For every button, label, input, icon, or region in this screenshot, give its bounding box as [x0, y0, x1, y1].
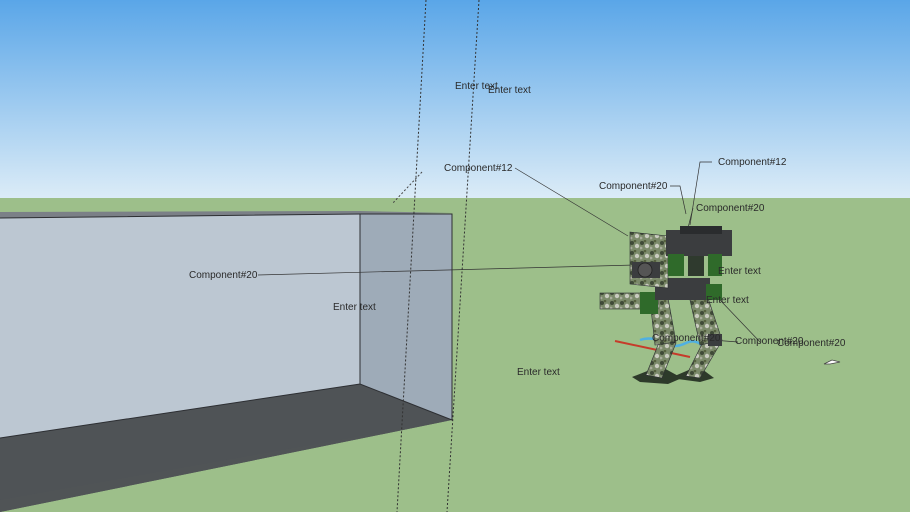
wall-outline	[0, 213, 453, 439]
torso-green-1	[668, 254, 684, 276]
text-tag-enter-text-2[interactable]: Enter text	[488, 85, 531, 96]
text-tag-component20-right-1[interactable]: Component#20	[735, 336, 804, 347]
knee-joint-right	[708, 334, 722, 346]
torso-vent	[688, 256, 704, 276]
wall-model[interactable]	[0, 211, 453, 512]
leader-lines	[257, 161, 761, 343]
left-leg-lower	[645, 339, 677, 379]
text-tag-component20-right-2[interactable]: Component#20	[777, 338, 846, 349]
wall-floor-shadow-lower	[0, 420, 452, 512]
text-tag-enter-text-ground[interactable]: Enter text	[517, 367, 560, 378]
text-tag-component12-right[interactable]: Component#12	[718, 157, 787, 168]
torso-cockpit	[666, 230, 732, 256]
torso-green-2	[708, 254, 722, 276]
guide-line-3	[391, 171, 423, 205]
text-tag-component20-mid-top[interactable]: Component#20	[696, 203, 765, 214]
torso-plate	[680, 226, 722, 234]
text-tag-component20-top[interactable]: Component#20	[599, 181, 668, 192]
text-tag-enter-text-1[interactable]: Enter text	[455, 81, 498, 92]
text-tag-enter-text-robot-1[interactable]: Enter text	[718, 266, 761, 277]
text-tag-enter-text-box[interactable]: Enter text	[333, 302, 376, 313]
guide-line-1	[396, 0, 427, 512]
guide-line-2	[446, 0, 480, 512]
robot-model[interactable]	[599, 226, 732, 384]
text-tag-enter-text-robot-2[interactable]: Enter text	[706, 295, 749, 306]
hip-green	[706, 284, 722, 300]
gun-arm-mount	[640, 292, 658, 314]
ground-marker	[823, 359, 841, 365]
wall-side-face	[360, 214, 452, 420]
shoulder-joint	[637, 262, 653, 278]
laser-line	[614, 340, 691, 358]
torso-camo	[629, 231, 669, 289]
text-tag-component20-left[interactable]: Component#20	[189, 270, 258, 281]
text-tag-component20-leg[interactable]: Component#20	[652, 333, 721, 344]
sky	[0, 0, 910, 199]
hip-block	[655, 278, 710, 300]
wall-front-face	[0, 214, 360, 438]
text-tag-component12-center[interactable]: Component#12	[444, 163, 513, 174]
